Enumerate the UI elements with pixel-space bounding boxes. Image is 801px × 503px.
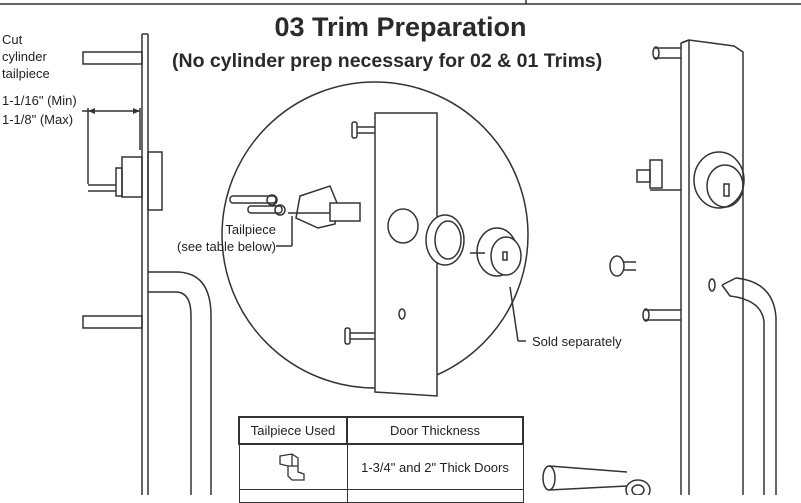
tailpiece-label-line: Tailpiece — [225, 222, 276, 237]
table-row: 1-3/4" and 2" Thick Doors — [238, 443, 524, 490]
sold-separately-label: Sold separately — [532, 334, 622, 349]
tailpiece-label-line: (see table below) — [177, 239, 276, 254]
page-subtitle: (No cylinder prep necessary for 02 & 01 … — [172, 50, 603, 72]
table-row — [238, 489, 524, 503]
table-cell-empty — [346, 489, 524, 503]
tailpiece-label: Tailpiece (see table below) — [166, 221, 276, 255]
table-cell-door-thickness: 1-3/4" and 2" Thick Doors — [346, 443, 524, 490]
table-cell-tailpiece — [238, 443, 348, 490]
detail-trim-plate — [344, 112, 438, 397]
cut-label-line: tailpiece — [2, 66, 50, 81]
table-cell-empty — [238, 489, 348, 503]
min-dimension-label: 1-1/16" (Min) — [2, 93, 77, 108]
cut-label-line: cylinder — [2, 49, 47, 64]
page-title: 03 Trim Preparation — [274, 12, 527, 42]
detail-cylinder-ring — [425, 214, 465, 266]
max-dimension-label: 1-1/8" (Max) — [2, 112, 74, 127]
table-header-tailpiece: Tailpiece Used — [238, 416, 348, 445]
cut-tailpiece-label: Cut cylinder tailpiece — [2, 31, 50, 82]
tailpiece-table: Tailpiece Used Door Thickness 1-3/4" and… — [238, 416, 524, 503]
right-trim-assembly — [542, 39, 777, 495]
table-header-door-thickness: Door Thickness — [346, 416, 524, 445]
detail-cylinder — [470, 227, 522, 277]
detail-tailpiece-parts — [229, 185, 361, 229]
side-view-trim — [82, 33, 212, 495]
cut-label-line: Cut — [2, 32, 23, 47]
tailpiece-icon — [279, 453, 305, 481]
table-header-row: Tailpiece Used Door Thickness — [238, 416, 524, 445]
